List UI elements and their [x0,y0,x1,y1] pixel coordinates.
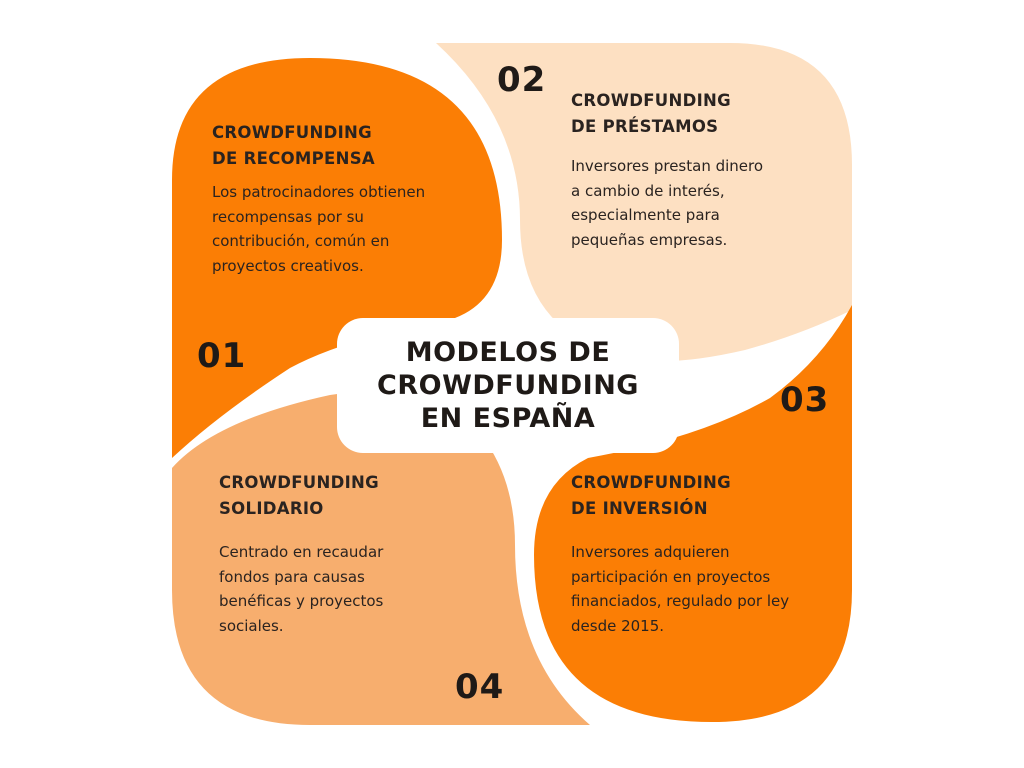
quadrant-body-line: participación en proyectos [571,567,771,586]
quadrant-body-line: contribución, común en [212,232,390,250]
quadrant-04-description: Centrado en recaudar fondos para causas … [219,540,383,638]
quadrant-body-line: Centrado en recaudar [219,543,384,561]
quadrant-title-line: CROWDFUNDING [571,473,732,492]
title-line: MODELOS DE [405,337,611,368]
quadrant-body-line: Inversores prestan dinero [571,157,764,175]
petal-04 [172,389,590,725]
quadrant-01-title: CROWDFUNDING DE RECOMPENSA [212,120,375,172]
quadrant-02-number: 02 [497,60,547,100]
quadrant-title-line: DE RECOMPENSA [212,149,375,168]
quadrant-title-line: CROWDFUNDING [219,473,380,492]
quadrant-body-line: benéficas y proyectos [219,592,384,610]
petal-03 [534,305,852,722]
quadrant-01-description: Los patrocinadores obtienen recompensas … [212,180,425,278]
quadrant-04-number: 04 [455,667,505,707]
quadrant-02-description: Inversores prestan dinero a cambio de in… [571,154,763,252]
quadrant-body-line: Los patrocinadores obtienen [212,183,426,201]
quadrant-body-line: recompensas por su [212,207,364,226]
quadrant-03-number: 03 [780,380,830,420]
quadrant-body-line: especialmente para [571,206,720,224]
quadrant-body-line: financiados, regulado por ley [571,592,790,610]
quadrant-body-line: fondos para causas [219,567,365,586]
title-line: CROWDFUNDING [377,370,639,401]
title-line: EN ESPAÑA [420,403,596,434]
quadrant-body-line: pequeñas empresas. [571,230,728,249]
quadrant-title-line: DE INVERSIÓN [571,499,708,518]
diagram-title: MODELOS DE CROWDFUNDING EN ESPAÑA [338,336,678,435]
quadrant-title-line: CROWDFUNDING [212,123,373,142]
quadrant-body-line: a cambio de interés, [571,181,725,200]
quadrant-body-line: proyectos creativos. [212,256,364,275]
petal-01 [172,58,502,458]
quadrant-body-line: sociales. [219,616,284,635]
quadrant-body-line: desde 2015. [571,616,665,635]
quadrant-03-title: CROWDFUNDING DE INVERSIÓN [571,470,731,522]
quadrant-body-line: Inversores adquieren [571,543,730,561]
quadrant-04-title: CROWDFUNDING SOLIDARIO [219,470,379,522]
quadrant-01-number: 01 [197,336,247,376]
quadrant-03-description: Inversores adquieren participación en pr… [571,540,789,638]
center-box [337,318,679,453]
quadrant-title-line: CROWDFUNDING [571,91,732,110]
quadrant-title-line: SOLIDARIO [219,499,324,518]
quadrant-title-line: DE PRÉSTAMOS [571,117,719,136]
petal-02 [436,43,852,362]
quadrant-02-title: CROWDFUNDING DE PRÉSTAMOS [571,88,731,140]
